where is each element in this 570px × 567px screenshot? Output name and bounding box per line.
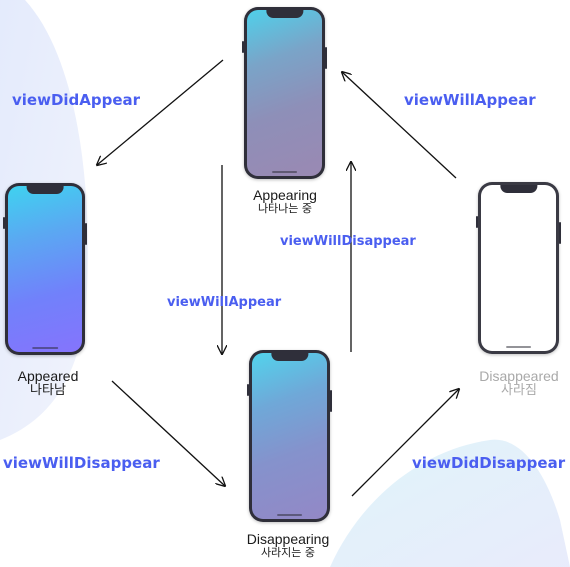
state-label-en: Disappeared xyxy=(479,368,559,384)
state-label-en: Appearing xyxy=(253,187,317,203)
event-label-view-will-disappear-left: viewWillDisappear xyxy=(3,454,160,472)
phone-appearing xyxy=(242,7,327,179)
event-label-view-will-appear-right: viewWillAppear xyxy=(404,91,536,109)
state-label-ko: 사라지는 중 xyxy=(260,546,316,560)
phone-disappeared xyxy=(476,182,561,354)
phone-appeared xyxy=(3,183,87,355)
event-label-view-will-disappear-center: viewWillDisappear xyxy=(280,234,416,249)
phone-screen xyxy=(481,185,556,351)
state-label-appearing: Appearing 나타나는 중 xyxy=(226,187,344,216)
phone-notch xyxy=(499,185,538,193)
state-label-en: Disappearing xyxy=(246,531,330,547)
state-label-appeared: Appeared 나타남 xyxy=(0,368,96,399)
phone-notch xyxy=(265,10,304,18)
event-label-view-will-appear-center: viewWillAppear xyxy=(167,295,282,310)
event-label-view-did-appear: viewDidAppear xyxy=(12,91,141,109)
phone-notch xyxy=(270,353,309,361)
phone-disappearing xyxy=(247,350,332,522)
phone-notch xyxy=(26,186,64,194)
state-label-en: Appeared xyxy=(17,368,79,384)
phone-screen xyxy=(247,10,322,176)
state-label-disappeared: Disappeared 사라짐 xyxy=(466,368,570,399)
state-label-ko: 나타남 xyxy=(30,383,66,399)
state-label-disappearing: Disappearing 사라지는 중 xyxy=(226,531,350,560)
state-label-ko: 나타나는 중 xyxy=(257,202,313,216)
phone-screen xyxy=(8,186,82,352)
state-label-ko: 사라짐 xyxy=(501,383,537,399)
event-label-view-did-disappear: viewDidDisappear xyxy=(412,454,566,472)
phone-screen xyxy=(252,353,327,519)
